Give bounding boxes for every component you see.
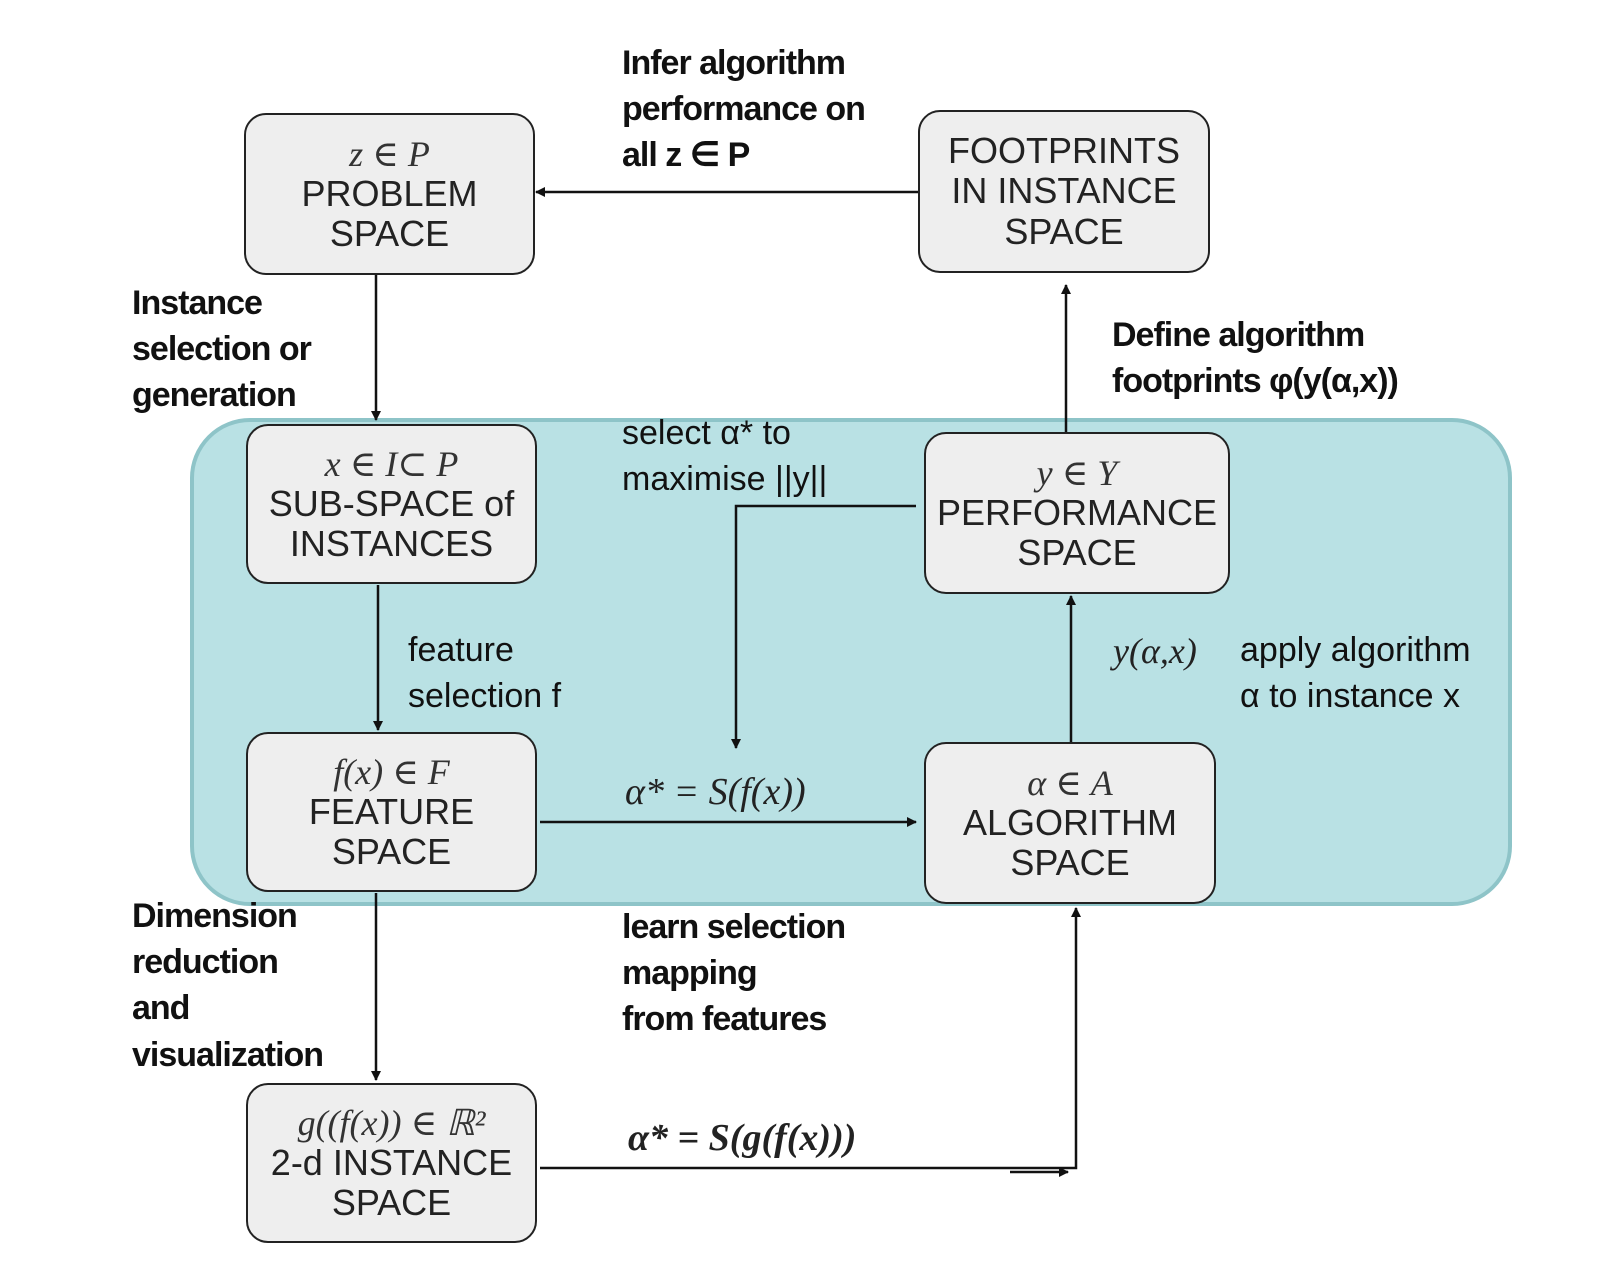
instance-2d-line-2: SPACE xyxy=(331,1182,452,1224)
footprints-line-3: SPACE xyxy=(1004,210,1124,252)
select-alpha-label: select α* to maximise ||y|| xyxy=(622,414,828,499)
apply-algorithm-label: apply algorithm α to instance x xyxy=(1240,631,1471,716)
instance-2d-math: g((f(x)) ∈ ℝ² xyxy=(297,1102,486,1143)
problem-space-math: z ∈ P xyxy=(349,133,430,174)
feature-selection-label: feature selection f xyxy=(408,631,562,716)
problem-space-line-1: PROBLEM xyxy=(301,172,478,214)
subspace-math: x ∈ I⊂ P xyxy=(324,443,459,484)
performance-space-line-2: SPACE xyxy=(1017,532,1137,574)
algorithm-space-line-2: SPACE xyxy=(1010,842,1130,884)
feature-mapping-equation: α* = S(f(x)) xyxy=(625,771,806,813)
2d-mapping-equation: α* = S(g(f(x))) xyxy=(628,1117,857,1159)
algorithm-space-box: α ∈ A ALGORITHM SPACE xyxy=(924,742,1216,904)
footprints-box: FOOTPRINTS IN INSTANCE SPACE xyxy=(918,110,1210,273)
dimension-reduction-label: Dimension reduction and visualization xyxy=(132,897,324,1074)
learn-mapping-label: learn selection mapping from features xyxy=(622,908,846,1039)
performance-space-line-1: PERFORMANCE xyxy=(936,491,1218,533)
apply-algorithm-math: y(α,x) xyxy=(1113,631,1197,671)
algorithm-space-math: α ∈ A xyxy=(1027,762,1113,803)
problem-space-line-2: SPACE xyxy=(329,213,450,255)
feature-space-line-2: SPACE xyxy=(331,831,452,873)
infer-performance-label: Infer algorithm performance on all z ∈ P xyxy=(622,44,866,175)
feature-space-box: f(x) ∈ F FEATURE SPACE xyxy=(246,732,537,892)
subspace-box: x ∈ I⊂ P SUB-SPACE of INSTANCES xyxy=(246,424,537,584)
arrow-performance-to-mapping xyxy=(731,504,916,749)
performance-space-box: y ∈ Y PERFORMANCE SPACE xyxy=(924,432,1230,594)
feature-space-line-1: FEATURE xyxy=(308,790,475,832)
subspace-line-1: SUB-SPACE of xyxy=(268,482,515,524)
instance-selection-label: Instance selection or generation xyxy=(132,284,312,415)
footprints-line-1: FOOTPRINTS xyxy=(948,130,1180,172)
problem-space-box: z ∈ P PROBLEM SPACE xyxy=(244,113,535,275)
subspace-line-2: INSTANCES xyxy=(289,523,494,565)
instance-2d-box: g((f(x)) ∈ ℝ² 2-d INSTANCE SPACE xyxy=(246,1083,537,1243)
performance-space-math: y ∈ Y xyxy=(1036,452,1118,493)
footprints-line-2: IN INSTANCE xyxy=(951,170,1177,212)
arrow-2d-to-algorithm xyxy=(540,907,1081,1170)
instance-2d-line-1: 2-d INSTANCE xyxy=(270,1141,513,1183)
algorithm-space-line-1: ALGORITHM xyxy=(962,801,1177,843)
define-footprints-label: Define algorithm footprints φ(y(α,x)) xyxy=(1112,316,1399,401)
feature-space-math: f(x) ∈ F xyxy=(333,751,450,792)
